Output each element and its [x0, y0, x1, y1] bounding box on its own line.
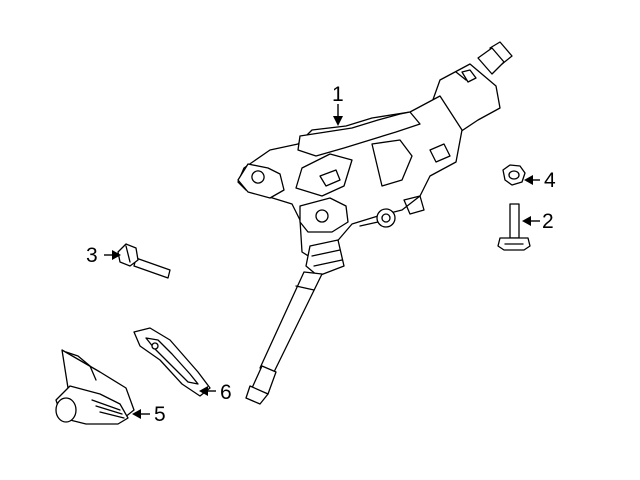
arrowhead-4 [524, 175, 533, 185]
hex-nut [502, 164, 526, 186]
leader-lines [104, 104, 540, 419]
callout-6: 6 [220, 381, 232, 404]
arrowhead-3 [112, 250, 121, 260]
arrowhead-6 [199, 386, 208, 396]
column-bolt [497, 203, 531, 251]
callout-1: 1 [332, 83, 344, 106]
callout-4: 4 [544, 169, 556, 192]
callout-5: 5 [154, 403, 166, 426]
arrowhead-5 [132, 409, 141, 419]
callout-3: 3 [86, 244, 98, 267]
arrowhead-2 [522, 216, 531, 226]
steering-column-assembly [237, 41, 513, 405]
arrowhead-1 [333, 116, 343, 126]
gasket-seal [133, 327, 211, 397]
angled-bolt [117, 243, 171, 279]
column-cover-boot [55, 349, 135, 425]
callout-2: 2 [542, 210, 554, 233]
